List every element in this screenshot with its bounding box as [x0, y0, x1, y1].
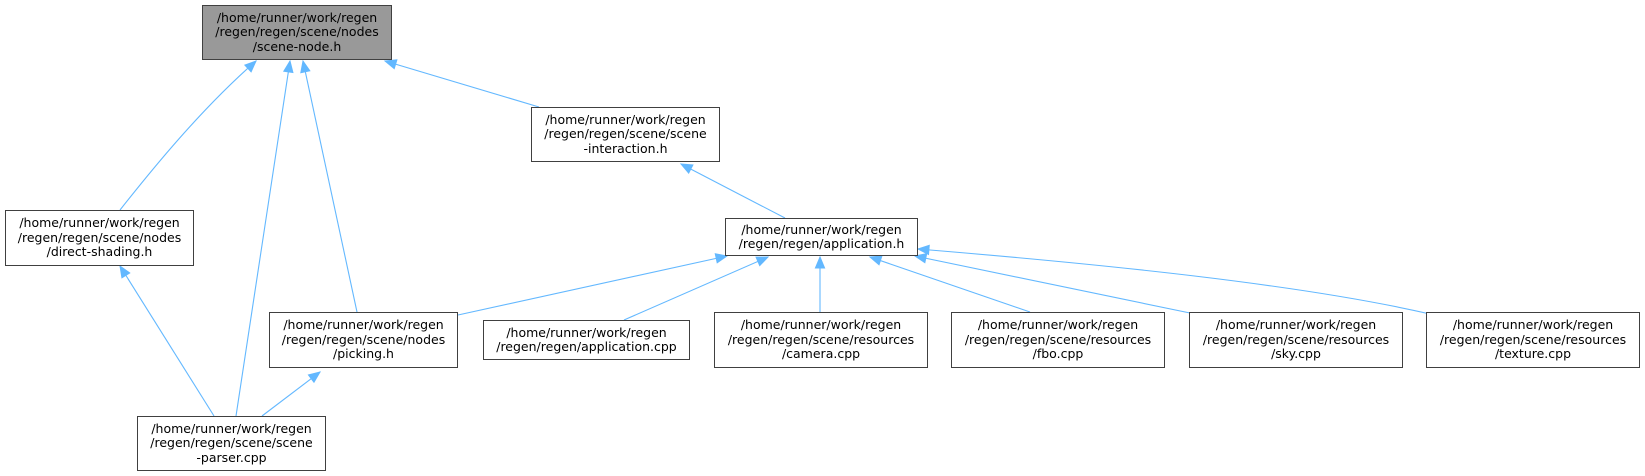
node-label-line: /home/runner/work/regen: [977, 317, 1139, 333]
node-label-line: /regen/regen/scene/nodes: [215, 24, 379, 40]
node-label-line: /home/runner/work/regen: [506, 324, 667, 340]
node-label-line: /home/runner/work/regen: [1452, 317, 1614, 333]
node-application-cpp[interactable]: /home/runner/work/regen /regen/regen/app…: [483, 320, 690, 360]
arrowhead-appcpp-to-app: [755, 256, 770, 267]
node-label-line: /home/runner/work/regen: [283, 317, 444, 333]
node-label-line: /fbo.cpp: [1032, 346, 1084, 362]
node-scene-node-h: /home/runner/work/regen /regen/regen/sce…: [202, 5, 392, 60]
node-label-line: /direct-shading.h: [46, 244, 153, 260]
node-label-line: /picking.h: [333, 346, 394, 362]
node-label-line: /regen/regen/scene/nodes: [281, 331, 446, 347]
node-label-line: /home/runner/work/regen: [216, 9, 378, 25]
node-label-line: /scene-node.h: [252, 38, 342, 54]
node-label-line: /sky.cpp: [1271, 346, 1321, 362]
edge-picking-to-app: [457, 255, 728, 316]
arrowhead-direct-to-root: [243, 60, 257, 73]
node-label-line: -interaction.h: [583, 140, 668, 156]
node-label-line: /regen/regen/scene/resources: [1202, 331, 1390, 347]
node-label-line: /home/runner/work/regen: [740, 317, 902, 333]
edge-parser-to-direct: [119, 265, 215, 417]
edge-direct-to-root: [119, 60, 257, 211]
node-label-line: /camera.cpp: [781, 346, 861, 362]
arrowhead-parser-to-picking: [307, 371, 322, 384]
node-label-line: /home/runner/work/regen: [19, 215, 180, 231]
edge-fbo-to-app: [869, 256, 1031, 313]
arrowhead-picking-to-app: [714, 253, 729, 264]
arrowhead-picking-to-root: [300, 59, 311, 74]
node-label-line: /regen/regen/application.h: [738, 236, 905, 251]
node-sky-cpp[interactable]: /home/runner/work/regen /regen/regen/sce…: [1189, 312, 1403, 368]
node-label-line: /home/runner/work/regen: [545, 111, 706, 127]
node-label-line: /regen/regen/scene/scene: [544, 126, 707, 142]
node-label-line: /regen/regen/scene/scene: [150, 435, 313, 451]
node-texture-cpp[interactable]: /home/runner/work/regen /regen/regen/sce…: [1426, 312, 1640, 368]
node-camera-cpp[interactable]: /home/runner/work/regen /regen/regen/sce…: [714, 312, 928, 368]
node-label-line: /regen/regen/application.cpp: [496, 339, 677, 354]
arrowhead-inter-to-root: [383, 59, 398, 70]
arrowhead-camera-to-app: [814, 255, 826, 269]
arrowhead-app-to-inter: [679, 163, 694, 175]
arrowhead-parser-to-direct: [119, 264, 131, 279]
node-fbo-cpp[interactable]: /home/runner/work/regen /regen/regen/sce…: [951, 312, 1165, 368]
node-label-line: /texture.cpp: [1494, 346, 1572, 362]
edge-parser-to-root: [235, 60, 291, 417]
edge-inter-to-root: [384, 60, 540, 108]
node-application-h[interactable]: /home/runner/work/regen /regen/regen/app…: [725, 218, 918, 256]
node-picking-h[interactable]: /home/runner/work/regen /regen/regen/sce…: [269, 312, 458, 368]
arrowhead-fbo-to-app: [868, 255, 883, 266]
node-label-line: /home/runner/work/regen: [741, 221, 902, 237]
edge-parser-to-picking: [261, 371, 321, 417]
node-label-line: /home/runner/work/regen: [1215, 317, 1377, 333]
node-label-line: /regen/regen/scene/resources: [1439, 331, 1627, 347]
arrowhead-parser-to-root: [282, 59, 294, 74]
node-label-line: /home/runner/work/regen: [151, 420, 312, 436]
arrowhead-texture-to-app: [916, 244, 930, 256]
edge-sky-to-app: [914, 255, 1191, 314]
edge-picking-to-root: [302, 60, 358, 313]
node-label-line: /regen/regen/scene/resources: [727, 331, 915, 347]
edge-texture-to-app: [917, 248, 1431, 315]
node-label-line: /regen/regen/scene/nodes: [17, 229, 182, 245]
node-label-line: /regen/regen/scene/resources: [964, 331, 1152, 347]
edge-app-to-inter: [680, 163, 786, 219]
node-scene-parser-cpp[interactable]: /home/runner/work/regen /regen/regen/sce…: [137, 416, 326, 471]
node-direct-shading-h[interactable]: /home/runner/work/regen /regen/regen/sce…: [5, 210, 194, 266]
edge-appcpp-to-app: [623, 256, 769, 321]
node-scene-interaction-h[interactable]: /home/runner/work/regen /regen/regen/sce…: [531, 107, 720, 162]
node-label-line: -parser.cpp: [196, 449, 267, 465]
